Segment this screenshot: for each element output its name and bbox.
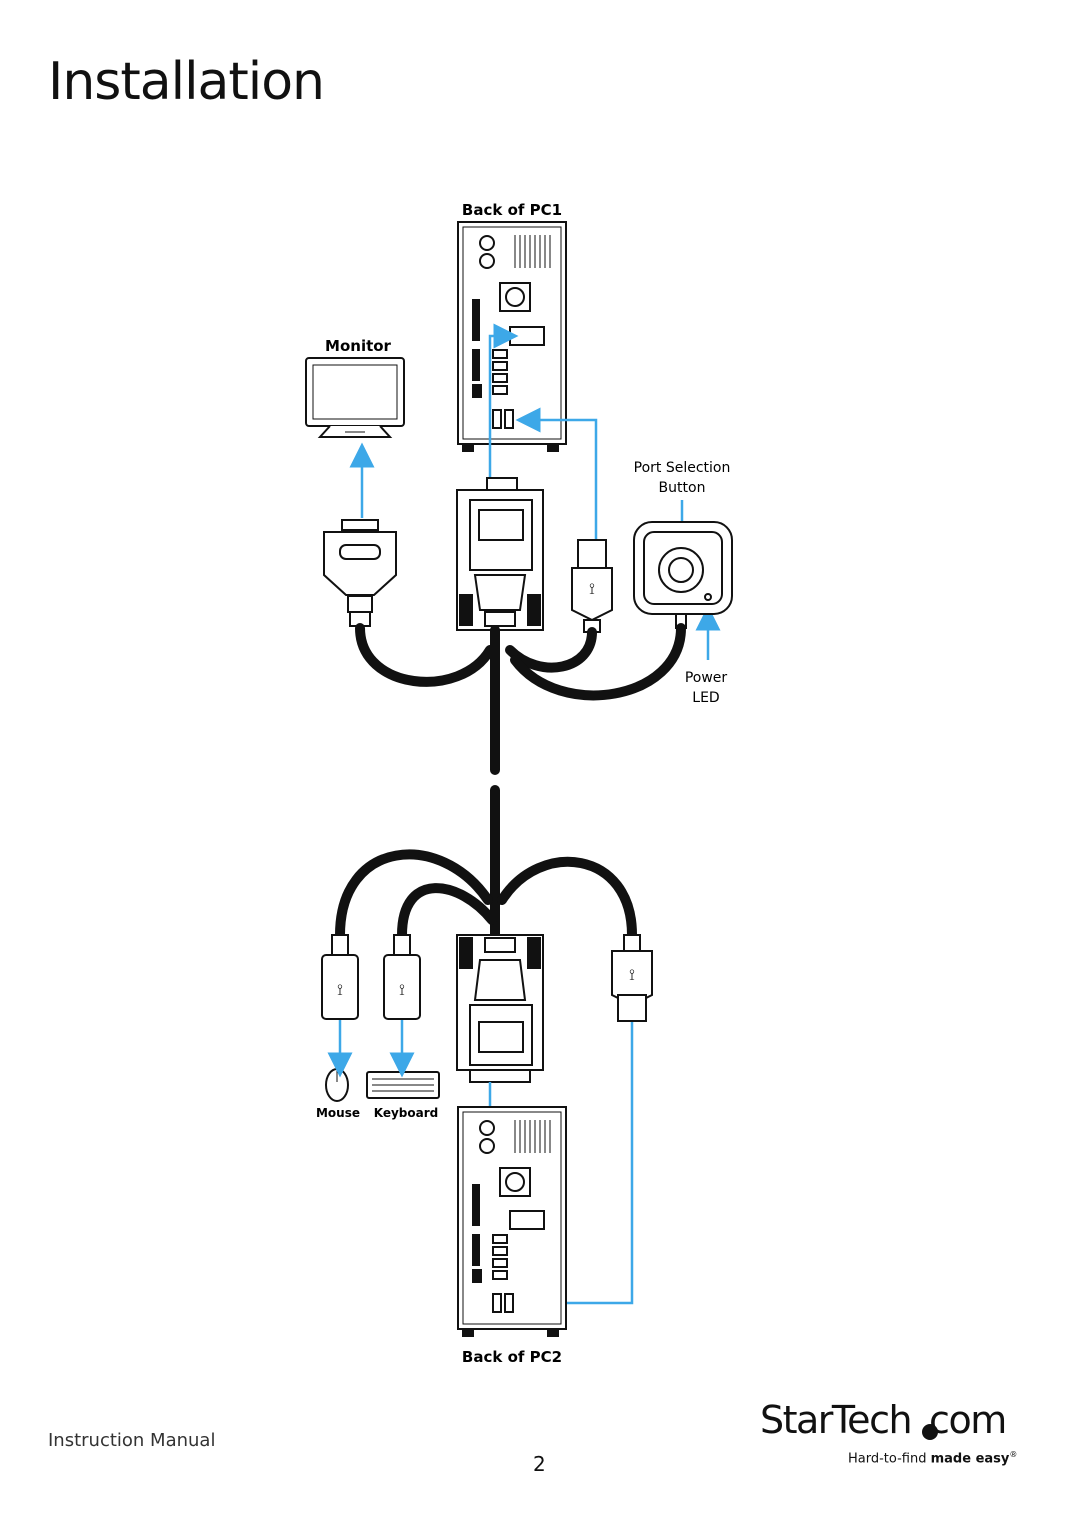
kvm-cable-bottom [335,785,637,940]
logo-dot-icon [922,1424,938,1440]
logo-tagline: Hard-to-find made easy® [848,1450,1018,1467]
monitor-icon [305,357,405,438]
mouse-label: Mouse [316,1106,360,1120]
keyboard-icon [366,1071,440,1099]
svg-text:⟟: ⟟ [399,980,405,999]
usb-pc2-connector: ⟟ [611,934,653,1022]
svg-text:⟟: ⟟ [337,980,343,999]
usb-keyboard-connector: ⟟ [383,934,421,1020]
pc2-tower [457,1106,567,1337]
keyboard-label: Keyboard [374,1106,439,1120]
port-selection-label-1: Port Selection [634,460,731,476]
page-title: Installation [48,52,325,112]
kvm-vga-pc1-connector [456,477,544,631]
pc2-label: Back of PC2 [462,1348,562,1366]
svg-text:⟟: ⟟ [629,965,635,984]
kvm-vga-pc2-connector [456,934,544,1083]
port-selection-button [633,521,733,629]
vga-monitor-connector [323,519,397,627]
port-selection-label-2: Button [659,480,706,496]
page-number: 2 [533,1452,546,1476]
usb-pc1-connector: ⟟ [571,539,613,633]
usb-mouse-connector: ⟟ [321,934,359,1020]
pc1-label: Back of PC1 [462,201,562,219]
kvm-cable-top [355,623,686,775]
mouse-icon [325,1068,349,1102]
power-led-label-1: Power [685,670,728,686]
power-led-label-2: LED [692,690,719,706]
monitor-label: Monitor [325,337,392,355]
pc1-tower [457,221,567,452]
svg-text:⟟: ⟟ [589,579,595,598]
footer-manual-label: Instruction Manual [48,1430,216,1451]
